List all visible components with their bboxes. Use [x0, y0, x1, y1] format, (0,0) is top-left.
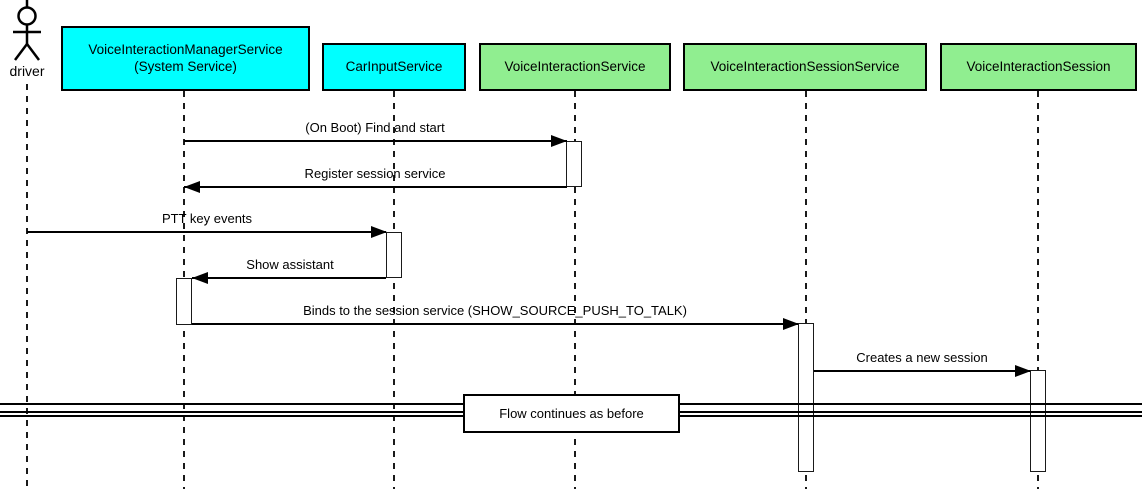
activation-voiceinteractionsessionservice — [798, 323, 814, 472]
message-arrow-line — [27, 231, 386, 233]
participant-sublabel: (System Service) — [134, 58, 237, 74]
participant-label: CarInputService — [345, 58, 443, 74]
participant-box-voiceinteractionservice: VoiceInteractionService — [479, 43, 671, 91]
message-label: Creates a new session — [856, 350, 988, 365]
activation-carinputservice — [386, 232, 402, 278]
arrowhead-left-icon — [184, 181, 200, 193]
message-label: Binds to the session service (SHOW_SOURC… — [303, 303, 687, 318]
message-arrow-line — [192, 323, 798, 325]
participant-label: VoiceInteractionManagerService — [88, 41, 283, 57]
arrowhead-right-icon — [783, 318, 799, 330]
lifeline-voiceinteractionservice — [574, 91, 576, 489]
participant-label: VoiceInteractionService — [504, 58, 646, 74]
activation-voiceinteractionservice — [566, 141, 582, 187]
message-arrow-line — [814, 370, 1030, 372]
divider-label: Flow continues as before — [499, 406, 644, 421]
arrowhead-right-icon — [371, 226, 387, 238]
message-label: PTT key events — [161, 211, 253, 226]
lifeline-voiceinteractionsessionservice — [805, 91, 807, 489]
activation-voiceinteractionmanagerservice — [176, 278, 192, 325]
lifeline-driver — [26, 84, 28, 489]
message-arrow-line — [192, 277, 386, 279]
participant-box-voiceinteractionsessionservice: VoiceInteractionSessionService — [683, 43, 927, 91]
participant-box-voiceinteractionsession: VoiceInteractionSession — [940, 43, 1137, 91]
message-label: (On Boot) Find and start — [305, 120, 445, 135]
actor-label: driver — [9, 63, 45, 79]
message-label: Register session service — [304, 166, 446, 181]
arrowhead-right-icon — [551, 135, 567, 147]
divider-label-box: Flow continues as before — [463, 394, 680, 433]
message-label: Show assistant — [246, 257, 334, 272]
participant-label: VoiceInteractionSession — [966, 58, 1111, 74]
message-arrow-line — [184, 140, 567, 142]
arrowhead-left-icon — [192, 272, 208, 284]
lifeline-carinputservice — [393, 91, 395, 489]
activation-voiceinteractionsession — [1030, 370, 1046, 472]
actor-icon — [13, 0, 41, 61]
message-arrow-line — [184, 186, 567, 188]
participant-label: VoiceInteractionSessionService — [710, 58, 900, 74]
participant-box-carinputservice: CarInputService — [322, 43, 466, 91]
arrowhead-right-icon — [1015, 365, 1031, 377]
lifeline-voiceinteractionsession — [1037, 91, 1039, 489]
participant-box-voiceinteractionmanagerservice: VoiceInteractionManagerService (System S… — [61, 26, 310, 91]
